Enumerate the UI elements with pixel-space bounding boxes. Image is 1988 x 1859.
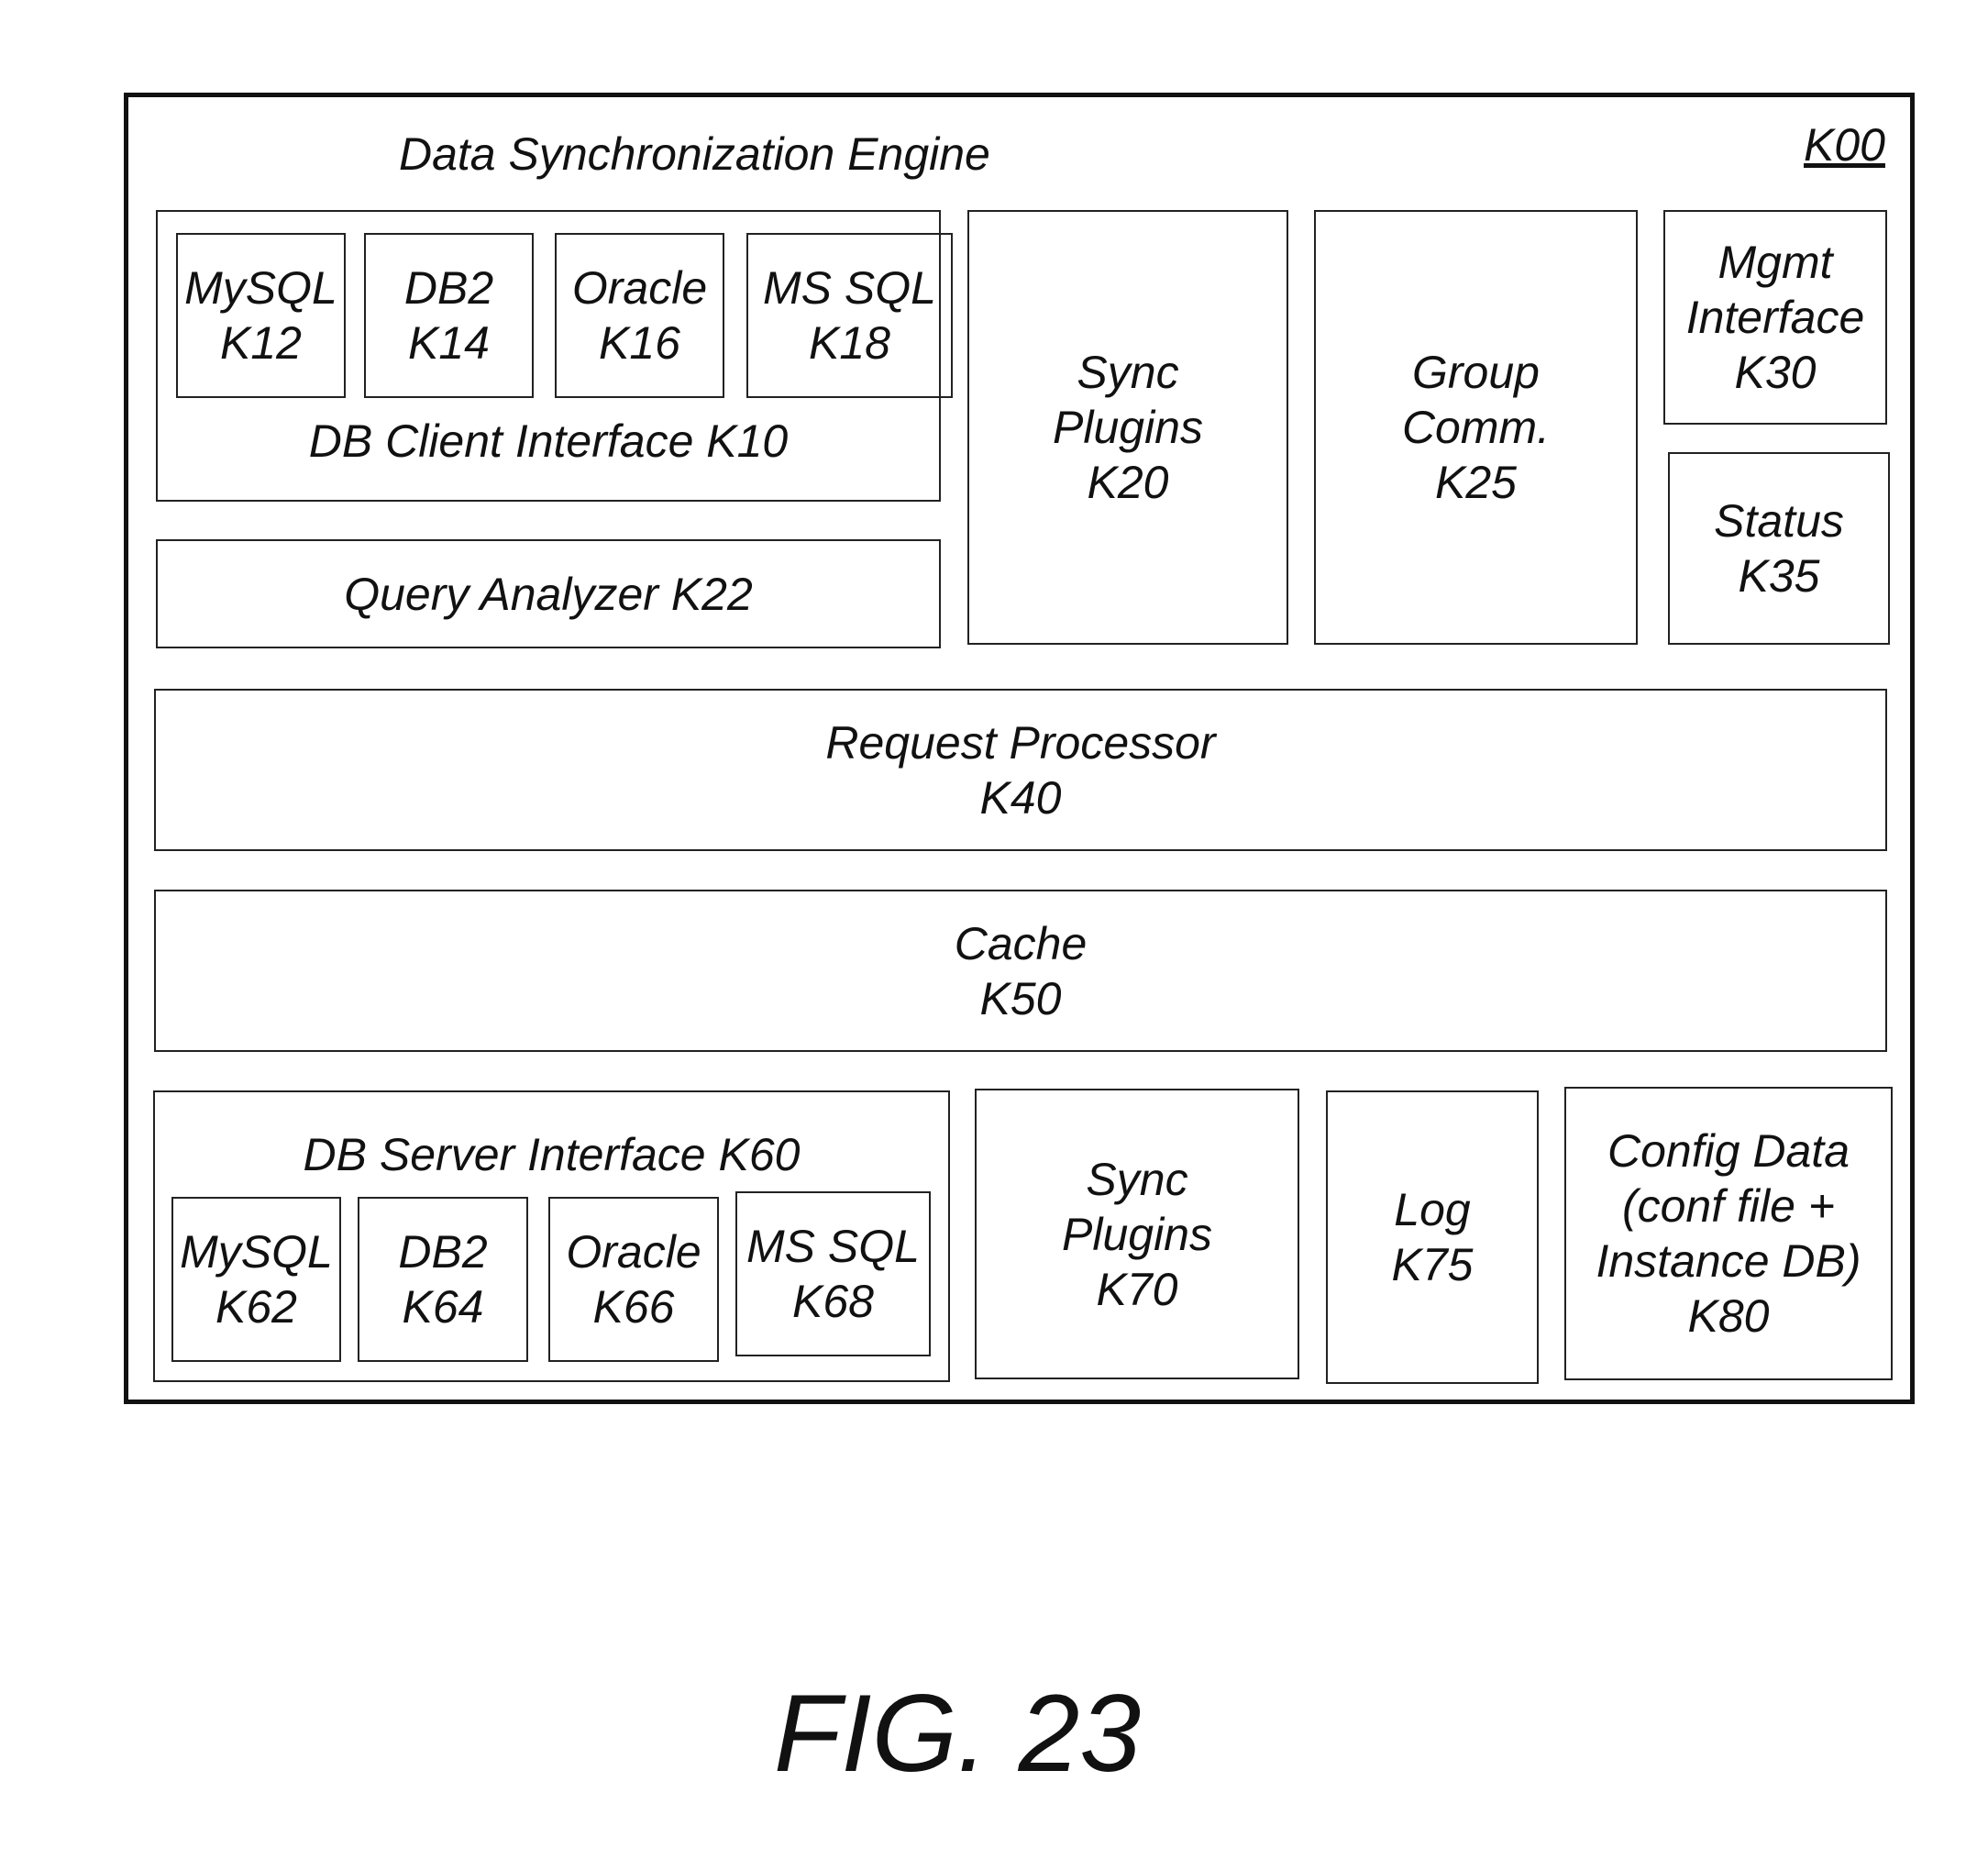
- driver-ref: K64: [402, 1281, 484, 1333]
- config-data-line3: Instance DB): [1596, 1235, 1861, 1287]
- sync-plugins-ref: K20: [1087, 457, 1169, 508]
- driver-ref: K66: [592, 1281, 675, 1333]
- status-ref: K35: [1738, 550, 1820, 602]
- mgmt-interface-line1: Mgmt: [1717, 237, 1833, 288]
- config-data-line1: Config Data: [1607, 1125, 1850, 1177]
- sync-plugins-line2: Plugins: [1062, 1208, 1212, 1260]
- client-driver-mysql: MySQL K12: [176, 233, 346, 398]
- client-driver-oracle: Oracle K16: [555, 233, 724, 398]
- group-comm-line2: Comm.: [1401, 402, 1551, 453]
- server-driver-oracle: Oracle K66: [548, 1197, 719, 1362]
- status-line1: Status: [1714, 495, 1844, 547]
- driver-name: MS SQL: [746, 1221, 920, 1272]
- config-data-box: Config Data (conf file + Instance DB) K8…: [1564, 1087, 1893, 1380]
- engine-ref: K00: [1804, 119, 1885, 171]
- sync-plugins-line1: Sync: [1077, 347, 1179, 398]
- query-analyzer-box: Query Analyzer K22: [156, 539, 941, 648]
- data-sync-engine-frame: [124, 93, 1915, 1404]
- client-driver-db2: DB2 K14: [364, 233, 534, 398]
- driver-name: DB2: [403, 262, 494, 314]
- mgmt-interface-ref: K30: [1734, 347, 1817, 398]
- driver-name: DB2: [398, 1226, 488, 1278]
- driver-ref: K18: [809, 317, 890, 369]
- log-ref: K75: [1391, 1239, 1474, 1290]
- request-processor-box: Request Processor K40: [154, 689, 1887, 851]
- request-processor-ref: K40: [979, 771, 1062, 824]
- config-data-line2: (conf file +: [1621, 1180, 1836, 1232]
- sync-plugins-bottom-box: Sync Plugins K70: [975, 1089, 1299, 1379]
- figure-label: FIG. 23: [773, 1672, 1142, 1795]
- db-server-interface-label: DB Server Interface K60: [303, 1129, 801, 1180]
- config-data-ref: K80: [1687, 1290, 1770, 1342]
- driver-name: Oracle: [571, 262, 708, 314]
- sync-plugins-line1: Sync: [1086, 1153, 1188, 1205]
- server-driver-mssql: MS SQL K68: [735, 1191, 931, 1356]
- sync-plugins-line2: Plugins: [1053, 402, 1203, 453]
- driver-ref: K12: [220, 317, 302, 369]
- cache-line1: Cache: [954, 917, 1088, 969]
- group-comm-ref: K25: [1435, 457, 1517, 508]
- driver-ref: K14: [408, 317, 490, 369]
- db-server-interface-box: DB Server Interface K60: [153, 1090, 950, 1382]
- driver-name: Oracle: [566, 1226, 701, 1278]
- mgmt-interface-box: Mgmt Interface K30: [1663, 210, 1887, 425]
- engine-title: Data Synchronization Engine: [399, 128, 990, 180]
- client-driver-mssql: MS SQL K18: [746, 233, 953, 398]
- driver-name: MySQL: [184, 262, 337, 314]
- group-comm-line1: Group: [1412, 347, 1540, 398]
- mgmt-interface-line2: Interface: [1685, 292, 1865, 343]
- group-comm-box: Group Comm. K25: [1314, 210, 1638, 645]
- db-client-interface-label: DB Client Interface K10: [308, 415, 789, 467]
- driver-ref: K16: [599, 317, 680, 369]
- cache-ref: K50: [979, 972, 1062, 1024]
- server-driver-db2: DB2 K64: [358, 1197, 528, 1362]
- log-box: Log K75: [1326, 1090, 1539, 1384]
- query-analyzer-label: Query Analyzer K22: [344, 568, 753, 620]
- sync-plugins-top-box: Sync Plugins K20: [967, 210, 1288, 645]
- driver-ref: K62: [215, 1281, 297, 1333]
- server-driver-mysql: MySQL K62: [171, 1197, 341, 1362]
- request-processor-line1: Request Processor: [825, 716, 1216, 769]
- cache-box: Cache K50: [154, 890, 1887, 1052]
- driver-name: MySQL: [180, 1226, 333, 1278]
- driver-ref: K68: [792, 1276, 874, 1327]
- status-box: Status K35: [1668, 452, 1890, 645]
- log-line1: Log: [1394, 1184, 1471, 1235]
- db-client-interface-box: DB Client Interface K10: [156, 210, 941, 502]
- driver-name: MS SQL: [763, 262, 936, 314]
- sync-plugins-ref: K70: [1096, 1263, 1178, 1315]
